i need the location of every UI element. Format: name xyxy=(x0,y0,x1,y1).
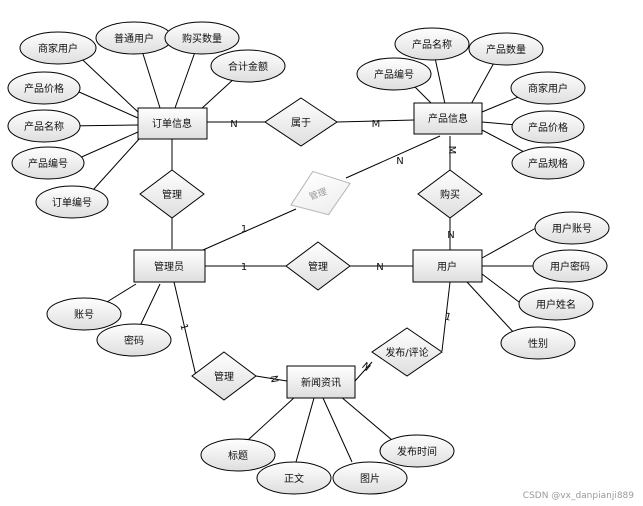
cardinality-user-news-n: N xyxy=(359,361,372,374)
attr-label: 图片 xyxy=(360,472,380,485)
relationship-order-admin[interactable]: 管理 xyxy=(139,169,205,219)
attr-label: 商家用户 xyxy=(38,42,78,55)
attr-label: 发布时间 xyxy=(397,445,437,458)
attr-label: 产品规格 xyxy=(528,157,568,170)
attr-admin-password[interactable]: 密码 xyxy=(96,323,172,357)
entity-admin[interactable]: 管理员 xyxy=(133,249,206,283)
cardinality-user-news-1: 1 xyxy=(443,311,452,323)
attr-label: 产品数量 xyxy=(486,43,526,56)
attr-label: 用户姓名 xyxy=(536,298,576,311)
relationship-admin-product[interactable]: 管理 xyxy=(283,161,358,226)
attr-order-product-name[interactable]: 产品名称 xyxy=(7,109,81,143)
cardinality-admin-user-1: 1 xyxy=(241,262,247,273)
entity-user[interactable]: 用户 xyxy=(412,249,483,283)
attr-news-title[interactable]: 标题 xyxy=(200,438,276,472)
attr-label: 产品价格 xyxy=(24,82,64,95)
cardinality-admin-product-n: N xyxy=(396,156,403,167)
relationship-user-news[interactable]: 发布/评论 xyxy=(371,327,443,377)
entity-news[interactable]: 新闻资讯 xyxy=(286,365,356,399)
attr-user-gender[interactable]: 性别 xyxy=(500,326,576,360)
attr-user-name[interactable]: 用户姓名 xyxy=(518,287,594,321)
attr-label: 用户密码 xyxy=(550,260,590,273)
cardinality-admin-product-1: 1 xyxy=(241,224,247,235)
attr-order-product-id[interactable]: 产品编号 xyxy=(11,146,85,180)
cardinality-admin-news-1: 1 xyxy=(177,323,189,332)
attr-label: 标题 xyxy=(228,450,248,462)
attr-admin-account[interactable]: 账号 xyxy=(46,297,122,331)
entity-admin-label: 管理员 xyxy=(154,260,184,273)
relationship-admin-user-label: 管理 xyxy=(308,260,328,273)
relationship-admin-news-label: 管理 xyxy=(214,370,234,383)
relationship-order-product[interactable]: 属于 xyxy=(264,97,338,147)
attr-label: 性别 xyxy=(528,337,548,350)
relationship-admin-user[interactable]: 管理 xyxy=(285,241,351,291)
attr-product-quantity[interactable]: 产品数量 xyxy=(468,32,544,66)
attr-label: 正文 xyxy=(284,472,304,485)
cardinality-admin-news-n: N xyxy=(267,374,279,383)
attr-label: 产品编号 xyxy=(28,157,68,170)
watermark-text: CSDN @vx_danpianji889 xyxy=(523,491,634,501)
entity-order-label: 订单信息 xyxy=(152,117,192,130)
attr-label: 产品编号 xyxy=(374,68,414,81)
attr-order-merchant-user[interactable]: 商家用户 xyxy=(19,31,97,65)
relationship-order-admin-label: 管理 xyxy=(162,188,182,201)
attr-product-id[interactable]: 产品编号 xyxy=(356,57,432,91)
relationship-admin-news[interactable]: 管理 xyxy=(191,351,257,401)
attr-order-price[interactable]: 产品价格 xyxy=(7,71,81,105)
cardinality-labels: N M 1 N 1 N M N 1 N 1 N xyxy=(177,119,457,384)
attr-news-publish-time[interactable]: 发布时间 xyxy=(379,434,455,468)
attr-label: 购买数量 xyxy=(182,32,222,45)
relationship-user-product[interactable]: 购买 xyxy=(417,169,483,219)
entity-product-label: 产品信息 xyxy=(428,112,468,125)
attr-product-name[interactable]: 产品名称 xyxy=(394,27,470,61)
attr-news-body[interactable]: 正文 xyxy=(256,461,332,495)
cardinality-order-product-m: M xyxy=(372,119,381,130)
entity-news-label: 新闻资讯 xyxy=(301,376,341,389)
cardinality-admin-user-n: N xyxy=(376,262,383,273)
cardinality-order-product-n: N xyxy=(230,119,237,130)
attr-label: 产品名称 xyxy=(412,38,452,51)
attr-order-normal-user[interactable]: 普通用户 xyxy=(95,21,173,55)
attr-order-id[interactable]: 订单编号 xyxy=(35,185,109,219)
relationship-user-news-label: 发布/评论 xyxy=(385,346,428,359)
attr-user-password[interactable]: 用户密码 xyxy=(532,249,608,283)
attr-news-image[interactable]: 图片 xyxy=(332,461,408,495)
relationship-order-product-label: 属于 xyxy=(291,117,311,129)
attr-label: 商家用户 xyxy=(528,82,568,95)
attr-product-merchant-user[interactable]: 商家用户 xyxy=(510,71,586,105)
attr-order-total[interactable]: 合计金额 xyxy=(210,49,286,83)
attr-label: 用户账号 xyxy=(552,222,592,235)
attr-label: 密码 xyxy=(124,334,144,347)
attr-product-price[interactable]: 产品价格 xyxy=(511,110,585,144)
entity-order[interactable]: 订单信息 xyxy=(137,107,208,140)
attr-order-quantity[interactable]: 购买数量 xyxy=(164,21,240,55)
attr-label: 产品价格 xyxy=(528,121,568,134)
cardinality-user-product-n: N xyxy=(447,230,454,241)
attr-label: 订单编号 xyxy=(52,196,92,209)
attr-label: 账号 xyxy=(74,309,94,321)
attr-product-spec[interactable]: 产品规格 xyxy=(511,146,585,180)
cardinality-user-product-m: M xyxy=(446,146,457,155)
entity-user-label: 用户 xyxy=(437,260,457,273)
entity-product[interactable]: 产品信息 xyxy=(413,102,483,135)
attr-label: 产品名称 xyxy=(24,120,64,133)
attr-label: 普通用户 xyxy=(114,32,154,45)
attr-label: 合计金额 xyxy=(228,60,268,73)
relationship-user-product-label: 购买 xyxy=(440,188,460,201)
attr-user-account[interactable]: 用户账号 xyxy=(534,211,610,245)
